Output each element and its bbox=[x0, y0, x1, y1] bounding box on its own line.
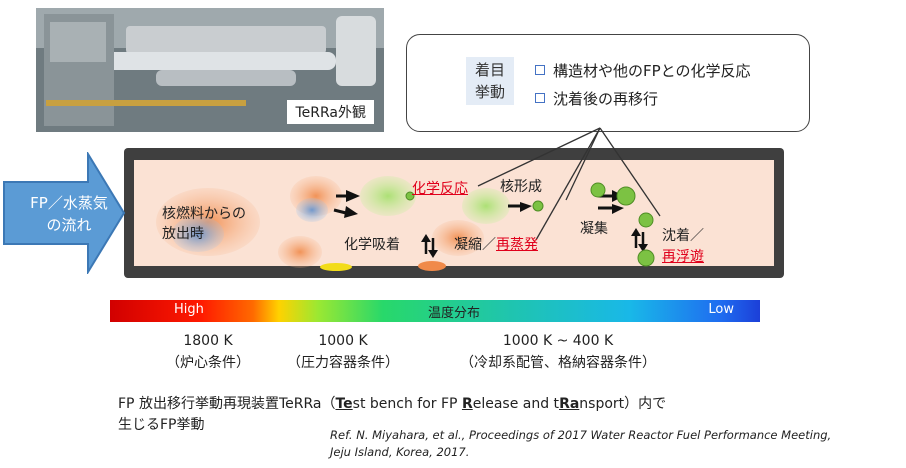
deposition-label: 沈着／ 再浮遊 bbox=[662, 228, 704, 265]
nucleation-cluster bbox=[462, 188, 510, 224]
focus-label-line2: 挙動 bbox=[474, 83, 505, 101]
flow-label: FP／水蒸気 の流れ bbox=[30, 194, 108, 234]
bullet-square-icon bbox=[535, 93, 545, 103]
condensed-deposit bbox=[418, 261, 446, 271]
temp-title: 温度分布 bbox=[428, 306, 481, 321]
chem-reaction-label: 化学反応 bbox=[412, 181, 468, 197]
focus-label: 着目 挙動 bbox=[466, 57, 514, 105]
focus-label-line1: 着目 bbox=[474, 61, 505, 79]
temp-column: 1800 K （炉心条件） bbox=[166, 333, 250, 371]
condensation-cloud bbox=[432, 220, 484, 256]
flow-arrow-icon bbox=[3, 152, 126, 274]
photo-caption: TeRRa外観 bbox=[287, 100, 374, 124]
temperature-gradient-bar: High 温度分布 Low bbox=[110, 300, 760, 322]
release-cloud-core bbox=[172, 216, 224, 252]
temp-low-label: Low bbox=[708, 302, 734, 317]
fp-particle-blue bbox=[296, 198, 328, 222]
agglomeration-label: 凝集 bbox=[580, 221, 608, 237]
bullet-square-icon bbox=[535, 65, 545, 75]
callout-bullet: 沈着後の再移行 bbox=[535, 88, 658, 109]
callout-pointer-lines bbox=[477, 127, 661, 241]
temp-high-label: High bbox=[174, 302, 204, 317]
description-text: FP 放出移行挙動再現装置TeRRa（Test bench for FP Rel… bbox=[118, 396, 667, 433]
nucleation-label: 核形成 bbox=[500, 179, 542, 195]
callout-bullet: 構造材や他のFPとの化学反応 bbox=[535, 60, 751, 81]
reference-citation: Ref. N. Miyahara, et al., Proceedings of… bbox=[330, 428, 832, 459]
condensation-label: 凝縮／再蒸発 bbox=[454, 237, 538, 253]
fp-particle-orange bbox=[278, 236, 322, 268]
updown-arrows bbox=[421, 228, 648, 258]
chemisorbed-deposit bbox=[320, 263, 352, 271]
chemisorption-label: 化学吸着 bbox=[344, 237, 400, 253]
reaction-product bbox=[360, 176, 416, 216]
release-label: 核燃料からの 放出時 bbox=[162, 206, 246, 242]
temp-column: 1000 K ~ 400 K （冷却系配管、格納容器条件） bbox=[460, 333, 656, 371]
temp-column: 1000 K （圧力容器条件） bbox=[287, 333, 399, 371]
apparatus-photo: TeRRa外観 bbox=[36, 8, 384, 132]
green-particles bbox=[405, 182, 655, 267]
